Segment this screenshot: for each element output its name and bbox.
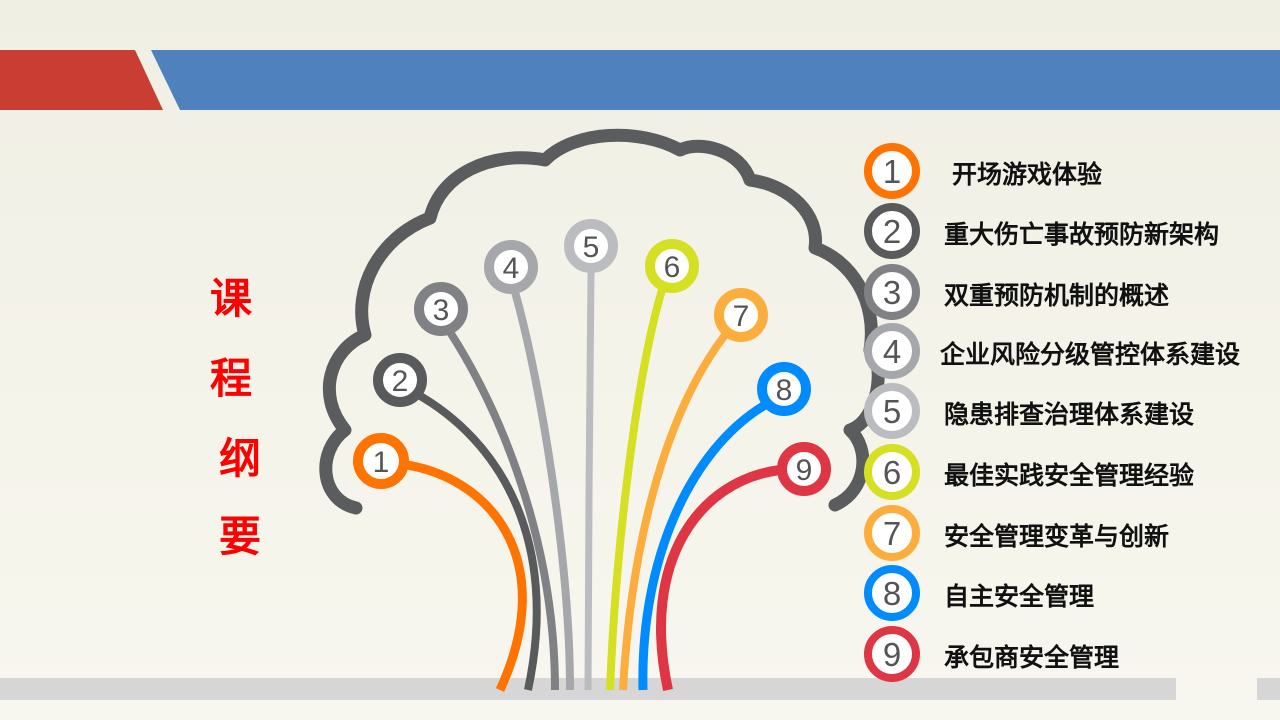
footer-bar-end: [1257, 678, 1280, 700]
svg-text:7: 7: [733, 300, 750, 333]
agenda-label: 承包商安全管理: [944, 643, 1120, 672]
number-badge: 6: [864, 444, 920, 500]
agenda-label: 开场游戏体验: [952, 160, 1103, 189]
tree-node-8: 8: [757, 362, 811, 416]
tree-stems: [399, 271, 781, 692]
number-badge: 9: [864, 626, 920, 682]
agenda-item-6: 6 最佳实践安全管理经验: [864, 444, 1274, 500]
svg-text:2: 2: [392, 365, 409, 398]
tree-node-4: 4: [484, 240, 538, 294]
number-badge: 4: [864, 323, 920, 379]
svg-text:8: 8: [776, 374, 793, 407]
agenda-item-7: 7 安全管理变革与创新: [864, 505, 1274, 561]
side-title-char: 纲: [219, 434, 262, 483]
svg-text:6: 6: [664, 251, 681, 284]
agenda-label: 最佳实践安全管理经验: [944, 461, 1195, 490]
number-badge: 2: [864, 203, 920, 259]
banner-red-segment: [0, 50, 163, 110]
header-banner: [0, 50, 1280, 110]
number-badge: 8: [864, 565, 920, 621]
agenda-item-5: 5 隐患排查治理体系建设: [864, 383, 1274, 439]
agenda-label: 隐患排查治理体系建设: [944, 400, 1195, 429]
agenda-item-9: 9 承包商安全管理: [864, 626, 1274, 682]
agenda-item-2: 2 重大伤亡事故预防新架构: [864, 203, 1274, 259]
svg-text:4: 4: [503, 252, 520, 285]
agenda-item-3: 3 双重预防机制的概述: [864, 264, 1274, 320]
agenda-item-8: 8 自主安全管理: [864, 565, 1274, 621]
number-badge: 1: [864, 143, 920, 199]
number-badge: 7: [864, 505, 920, 561]
tree-node-7: 7: [714, 288, 768, 342]
side-title-char: 要: [219, 512, 262, 561]
banner-blue-segment: [151, 50, 1280, 110]
agenda-label: 企业风险分级管控体系建设: [940, 340, 1241, 369]
agenda-item-4: 4 企业风险分级管控体系建设: [864, 323, 1274, 379]
number-badge: 3: [864, 264, 920, 320]
agenda-label: 自主安全管理: [944, 582, 1095, 611]
tree-node-2: 2: [373, 353, 427, 407]
svg-text:3: 3: [433, 294, 450, 327]
agenda-label: 重大伤亡事故预防新架构: [944, 220, 1220, 249]
agenda-item-1: 1 开场游戏体验: [864, 143, 1274, 199]
number-badge: 5: [864, 383, 920, 439]
agenda-label: 双重预防机制的概述: [944, 281, 1170, 310]
svg-text:1: 1: [373, 446, 390, 479]
svg-text:9: 9: [796, 454, 813, 487]
svg-text:5: 5: [583, 231, 600, 264]
tree-node-3: 3: [414, 282, 468, 336]
tree-node-9: 9: [777, 442, 831, 496]
side-title-char: 程: [210, 354, 253, 403]
tree-node-6: 6: [645, 239, 699, 293]
agenda-label: 安全管理变革与创新: [944, 522, 1170, 551]
tree-node-5: 5: [564, 219, 618, 273]
side-title-char: 课: [210, 274, 253, 323]
tree-node-1: 1: [353, 433, 409, 489]
